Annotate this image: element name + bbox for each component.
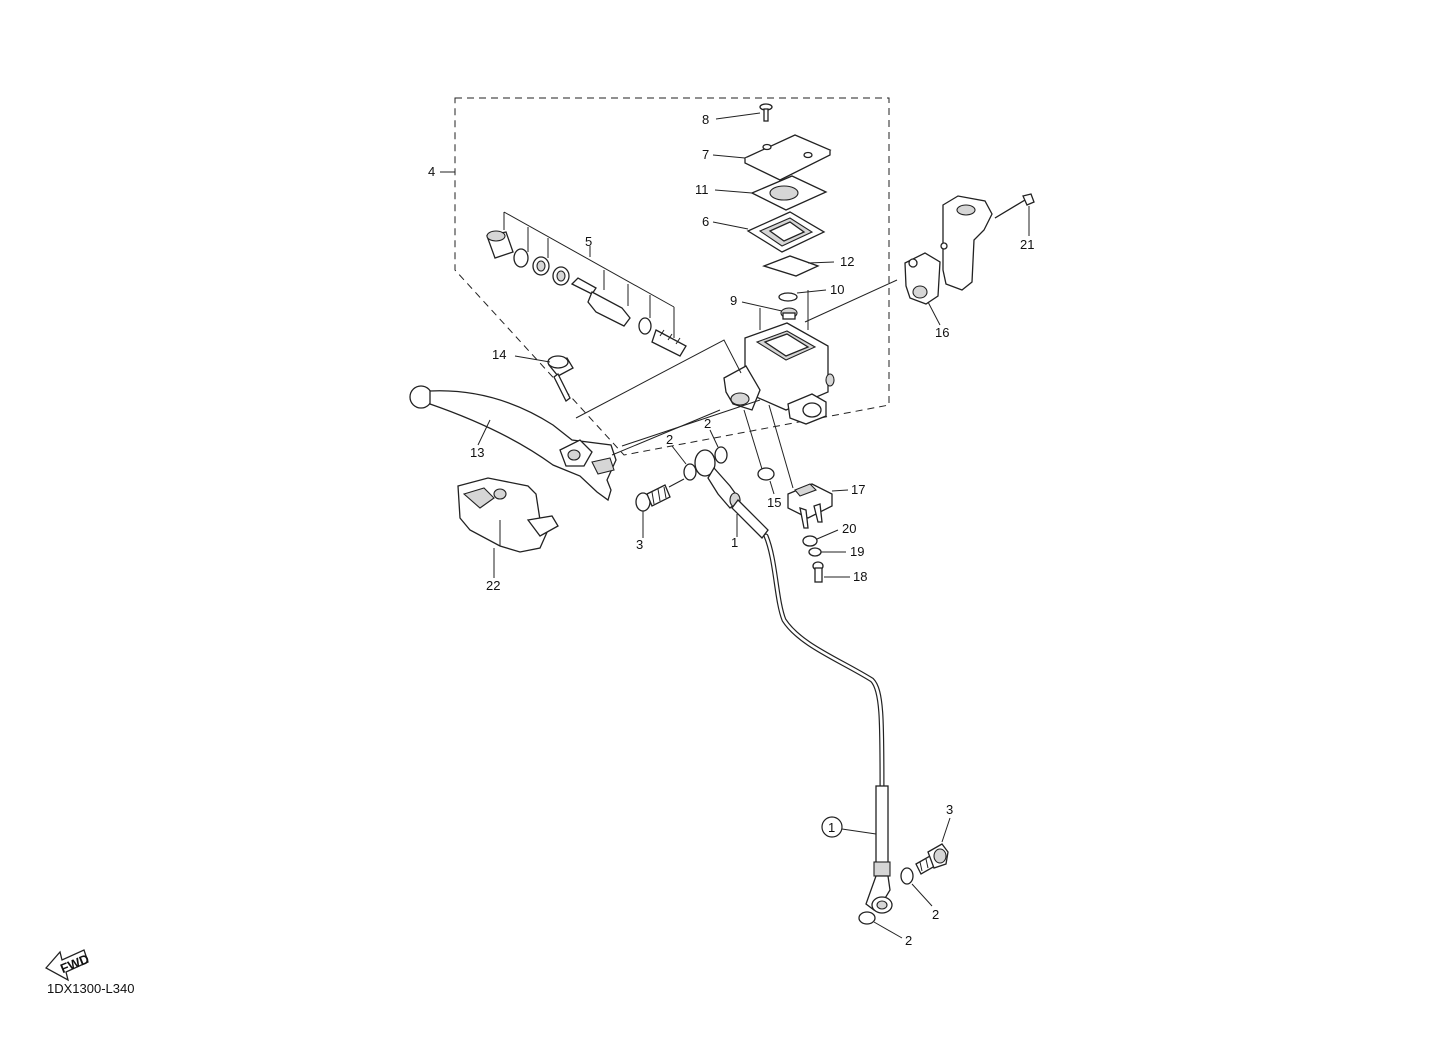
diagram-code: 1DX1300-L340 (47, 981, 135, 996)
circled-callout-1 (821, 816, 843, 838)
banjo-bolt-part-3-lower (915, 843, 949, 875)
label-part-6: 6 (702, 214, 709, 229)
label-part-22: 22 (486, 578, 500, 593)
brake-lever-part-13 (409, 385, 617, 502)
label-part-1: 1 (731, 535, 738, 550)
washer-part-2-b (714, 446, 728, 464)
label-part-3-lower: 3 (946, 802, 953, 817)
label-part-20: 20 (842, 521, 856, 536)
washer-part-15 (757, 467, 775, 481)
washer-part-2-a (683, 463, 697, 481)
washer-part-20 (802, 535, 818, 547)
banjo-bolt-part-3-upper (635, 484, 671, 512)
gasket-part-12 (762, 255, 820, 277)
switch-housing (940, 195, 993, 291)
brake-hose-part-1 (694, 449, 893, 914)
washer-part-19 (808, 547, 822, 557)
label-part-14: 14 (492, 347, 506, 362)
label-part-4: 4 (428, 164, 435, 179)
ring-part-10 (778, 292, 798, 302)
label-circled-1: 1 (828, 820, 835, 835)
piston-kit-part-5 (486, 230, 687, 357)
label-part-5: 5 (585, 234, 592, 249)
fwd-arrow-icon: FWD (44, 949, 91, 982)
assembly-boundary (454, 97, 890, 456)
label-part-7: 7 (702, 147, 709, 162)
label-part-19: 19 (850, 544, 864, 559)
label-part-21: 21 (1020, 237, 1034, 252)
label-part-15: 15 (767, 495, 781, 510)
washer-part-2-c (900, 867, 914, 885)
label-part-17: 17 (851, 482, 865, 497)
label-part-10: 10 (830, 282, 844, 297)
screw-part-8 (759, 103, 773, 122)
label-part-8: 8 (702, 112, 709, 127)
label-part-3-upper: 3 (636, 537, 643, 552)
label-part-2-a: 2 (666, 432, 673, 447)
screw-part-18 (812, 561, 824, 583)
label-part-9: 9 (730, 293, 737, 308)
master-cylinder-body (723, 322, 835, 425)
washer-part-2-d (858, 911, 876, 925)
label-part-2-d: 2 (905, 933, 912, 948)
label-part-18: 18 (853, 569, 867, 584)
brake-switch-part-17 (787, 483, 833, 529)
label-part-13: 13 (470, 445, 484, 460)
pivot-bolt-part-14 (547, 355, 574, 402)
plate-part-11 (750, 175, 828, 211)
label-part-12: 12 (840, 254, 854, 269)
diaphragm-part-6 (746, 211, 826, 253)
fwd-label: FWD (58, 951, 91, 976)
bolt-part-21 (994, 193, 1035, 219)
switch-part-22 (457, 477, 559, 553)
reservoir-cap-part-7 (743, 134, 832, 181)
label-part-11: 11 (695, 182, 709, 197)
float-part-9 (780, 307, 798, 320)
holder-part-16 (904, 252, 941, 305)
label-part-16: 16 (935, 325, 949, 340)
label-part-2-b: 2 (704, 416, 711, 431)
label-part-2-c: 2 (932, 907, 939, 922)
